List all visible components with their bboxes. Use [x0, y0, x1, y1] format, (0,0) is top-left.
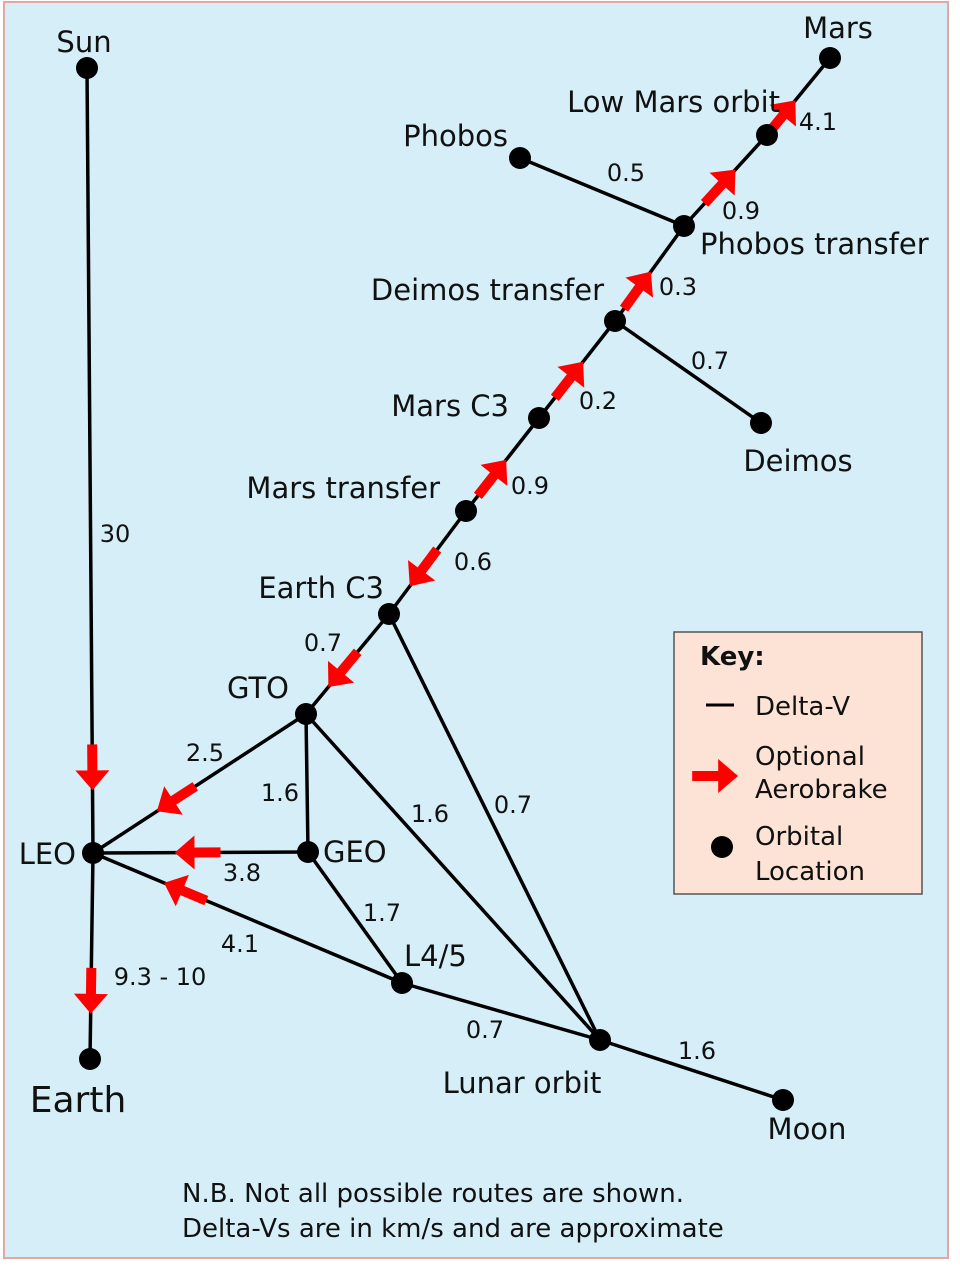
node-label-phobos: Phobos: [403, 119, 508, 153]
node-mars-transfer-dot: [455, 500, 477, 522]
aerobrake-arrow-icon: [73, 967, 108, 1014]
edge-label-phobos-transfer-low-mars-orbit: 0.9: [722, 197, 760, 225]
node-earth-dot: [79, 1048, 101, 1070]
node-label-gto: GTO: [227, 671, 289, 705]
aerobrake-arrow-icon: [700, 169, 736, 207]
node-label-l4-5: L4/5: [404, 939, 467, 973]
node-moon-dot: [772, 1089, 794, 1111]
aerobrake-arrow-icon: [550, 361, 585, 401]
edge-label-gto-lunar-orbit: 1.6: [411, 800, 449, 828]
diagram-background: [3, 1, 949, 1259]
edge-labels-layer: 30 9.3 - 10 4.1 0.5 0.9 0.3 0.7 0.2 0.9 0.6 0.7 0.7…: [100, 108, 837, 1065]
node-low-mars-orbit-dot: [756, 124, 778, 146]
aerobrake-arrow-icon: [75, 744, 110, 791]
node-geo-dot: [297, 841, 319, 863]
node-l4-5-dot: [391, 972, 413, 994]
aerobrake-arrow-icon: [156, 782, 198, 815]
footnote-line1: N.B. Not all possible routes are shown.: [182, 1179, 684, 1209]
edge-gto-leo: [92, 712, 307, 855]
key-aerobrake-label-line1: Optional: [755, 742, 865, 772]
edge-label-lunar-orbit-moon: 1.6: [678, 1037, 716, 1065]
node-earth-c3-dot: [378, 603, 400, 625]
node-lunar-orbit-dot: [589, 1029, 611, 1051]
node-label-mars: Mars: [803, 11, 873, 45]
edge-deimos-transfer-deimos: [613, 319, 763, 425]
edge-label-gto-geo: 1.6: [261, 779, 299, 807]
node-label-leo: LEO: [19, 837, 76, 871]
key-location-label-line1: Orbital: [755, 822, 843, 852]
edge-label-mars-transfer-mars-c3: 0.9: [511, 472, 549, 500]
node-label-mars-c3: Mars C3: [391, 389, 509, 423]
edge-label-earth-c3-lunar-orbit: 0.7: [494, 791, 532, 819]
node-label-phobos-transfer: Phobos transfer: [700, 227, 929, 261]
key-delta-v-label: Delta-V: [755, 692, 850, 722]
node-gto-dot: [295, 703, 317, 725]
edge-gto-lunar-orbit: [304, 712, 602, 1042]
node-phobos-dot: [509, 147, 531, 169]
edge-label-deimos-transfer-phobos-transfer: 0.3: [659, 273, 697, 301]
edge-label-l4-5-lunar-orbit: 0.7: [466, 1016, 504, 1044]
key-title: Key:: [700, 642, 765, 672]
key-aerobrake-label-line2: Aerobrake: [755, 775, 888, 805]
arrows-layer: [73, 100, 796, 1014]
nodes-layer: [76, 47, 841, 1111]
edge-earth-c3-lunar-orbit: [387, 613, 602, 1041]
node-mars-c3-dot: [528, 407, 550, 429]
edge-label-deimos-transfer-deimos: 0.7: [691, 347, 729, 375]
aerobrake-arrow-icon: [619, 271, 653, 312]
edge-label-mars-c3-deimos-transfer: 0.2: [579, 387, 617, 415]
edge-l4-5-lunar-orbit: [401, 981, 601, 1042]
node-phobos-transfer-dot: [673, 215, 695, 237]
aerobrake-arrow-icon: [327, 648, 362, 687]
edge-label-gto-leo: 2.5: [186, 739, 224, 767]
node-label-deimos: Deimos: [743, 444, 852, 478]
key-box: Key: Delta-V Optional Aerobrake Orbital …: [673, 631, 923, 895]
edge-leo-earth: [88, 852, 95, 1060]
aerobrake-arrow-icon: [174, 835, 221, 870]
edge-label-l4-5-leo: 4.1: [221, 930, 259, 958]
edge-geo-l4-5: [306, 850, 404, 985]
edge-label-sun-leo: 30: [100, 520, 131, 548]
node-label-earth: Earth: [30, 1080, 127, 1121]
key-orbital-location-dot-icon: [711, 836, 733, 858]
footnote-line2: Delta-Vs are in km/s and are approximate: [182, 1214, 724, 1244]
node-label-deimos-transfer: Deimos transfer: [371, 273, 604, 307]
edge-label-mars-transfer-earth-c3: 0.6: [454, 548, 492, 576]
node-label-earth-c3: Earth C3: [258, 571, 384, 605]
aerobrake-arrow-icon: [408, 546, 442, 587]
edge-sun-leo: [85, 67, 95, 854]
edge-l4-5-leo: [92, 851, 403, 985]
edge-phobos-phobos-transfer: [519, 156, 685, 228]
node-label-lunar-orbit: Lunar orbit: [443, 1066, 602, 1100]
node-leo-dot: [82, 842, 104, 864]
edge-label-leo-earth: 9.3 - 10: [114, 963, 207, 991]
node-sun-dot: [76, 57, 98, 79]
node-label-low-mars-orbit: Low Mars orbit: [567, 85, 780, 119]
key-aerobrake-arrow-icon: [692, 759, 738, 793]
node-label-sun: Sun: [56, 25, 111, 59]
node-label-geo: GEO: [323, 835, 387, 869]
edge-lunar-orbit-moon: [599, 1038, 784, 1102]
edge-label-earth-c3-gto: 0.7: [304, 629, 342, 657]
aerobrake-arrow-icon: [473, 459, 508, 499]
node-label-mars-transfer: Mars transfer: [246, 471, 440, 505]
aerobrake-arrow-icon: [164, 874, 209, 907]
edge-label-phobos-phobos-transfer: 0.5: [607, 159, 645, 187]
key-location-label-line2: Location: [755, 857, 865, 887]
node-label-moon: Moon: [768, 1112, 847, 1146]
edge-gto-geo: [304, 713, 310, 853]
edge-label-low-mars-orbit-mars: 4.1: [799, 108, 837, 136]
edge-label-geo-l4-5: 1.7: [363, 899, 401, 927]
node-deimos-transfer-dot: [604, 310, 626, 332]
node-mars-dot: [819, 47, 841, 69]
edge-label-geo-leo: 3.8: [223, 859, 261, 887]
node-deimos-dot: [750, 412, 772, 434]
